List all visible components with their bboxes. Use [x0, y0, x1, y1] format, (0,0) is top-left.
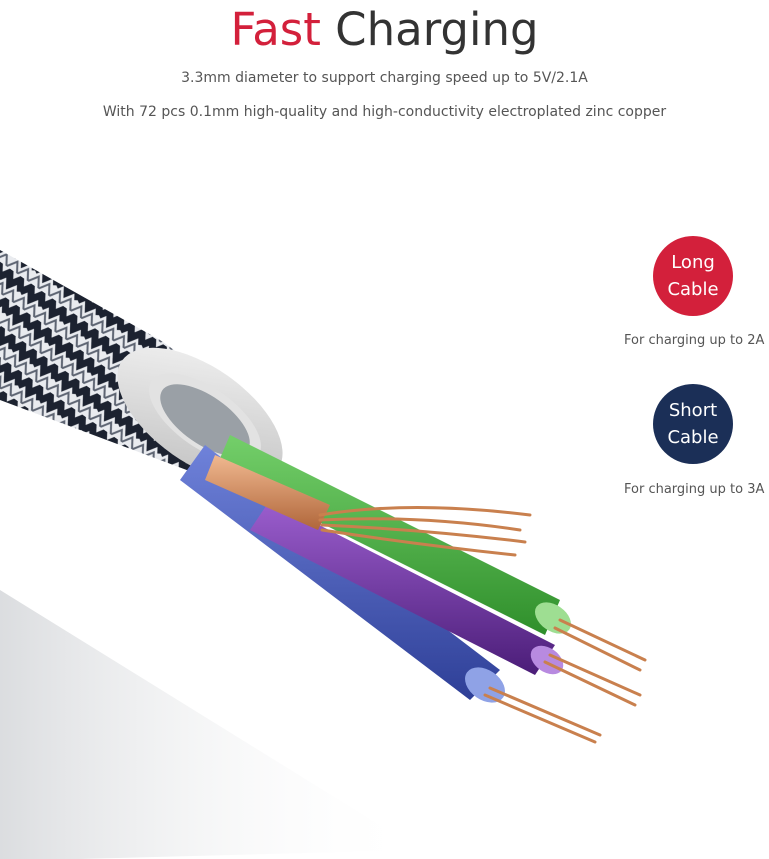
subtitle-diameter: 3.3mm diameter to support charging speed…	[181, 70, 588, 86]
floor-shadow	[0, 590, 420, 859]
wire-green	[215, 435, 572, 635]
long-cable-line-1: Long	[671, 252, 715, 273]
title-rest: Charging	[335, 3, 539, 56]
page-title: Fast Charging	[0, 2, 769, 58]
long-cable-note: For charging up to 2A	[624, 333, 765, 348]
short-cable-line-2: Cable	[667, 427, 719, 448]
short-cable-badge: Short Cable	[653, 384, 733, 464]
title-accent: Fast	[230, 3, 321, 56]
long-cable-badge: Long Cable	[653, 236, 733, 316]
copper-strands	[318, 506, 647, 744]
subtitle-copper: With 72 pcs 0.1mm high-quality and high-…	[102, 104, 667, 120]
cable-illustration	[0, 250, 647, 859]
short-cable-note: For charging up to 3A	[624, 482, 765, 497]
short-cable-line-1: Short	[668, 400, 718, 421]
long-cable-line-2: Cable	[667, 279, 719, 300]
wire-copper-sheath	[205, 455, 330, 530]
